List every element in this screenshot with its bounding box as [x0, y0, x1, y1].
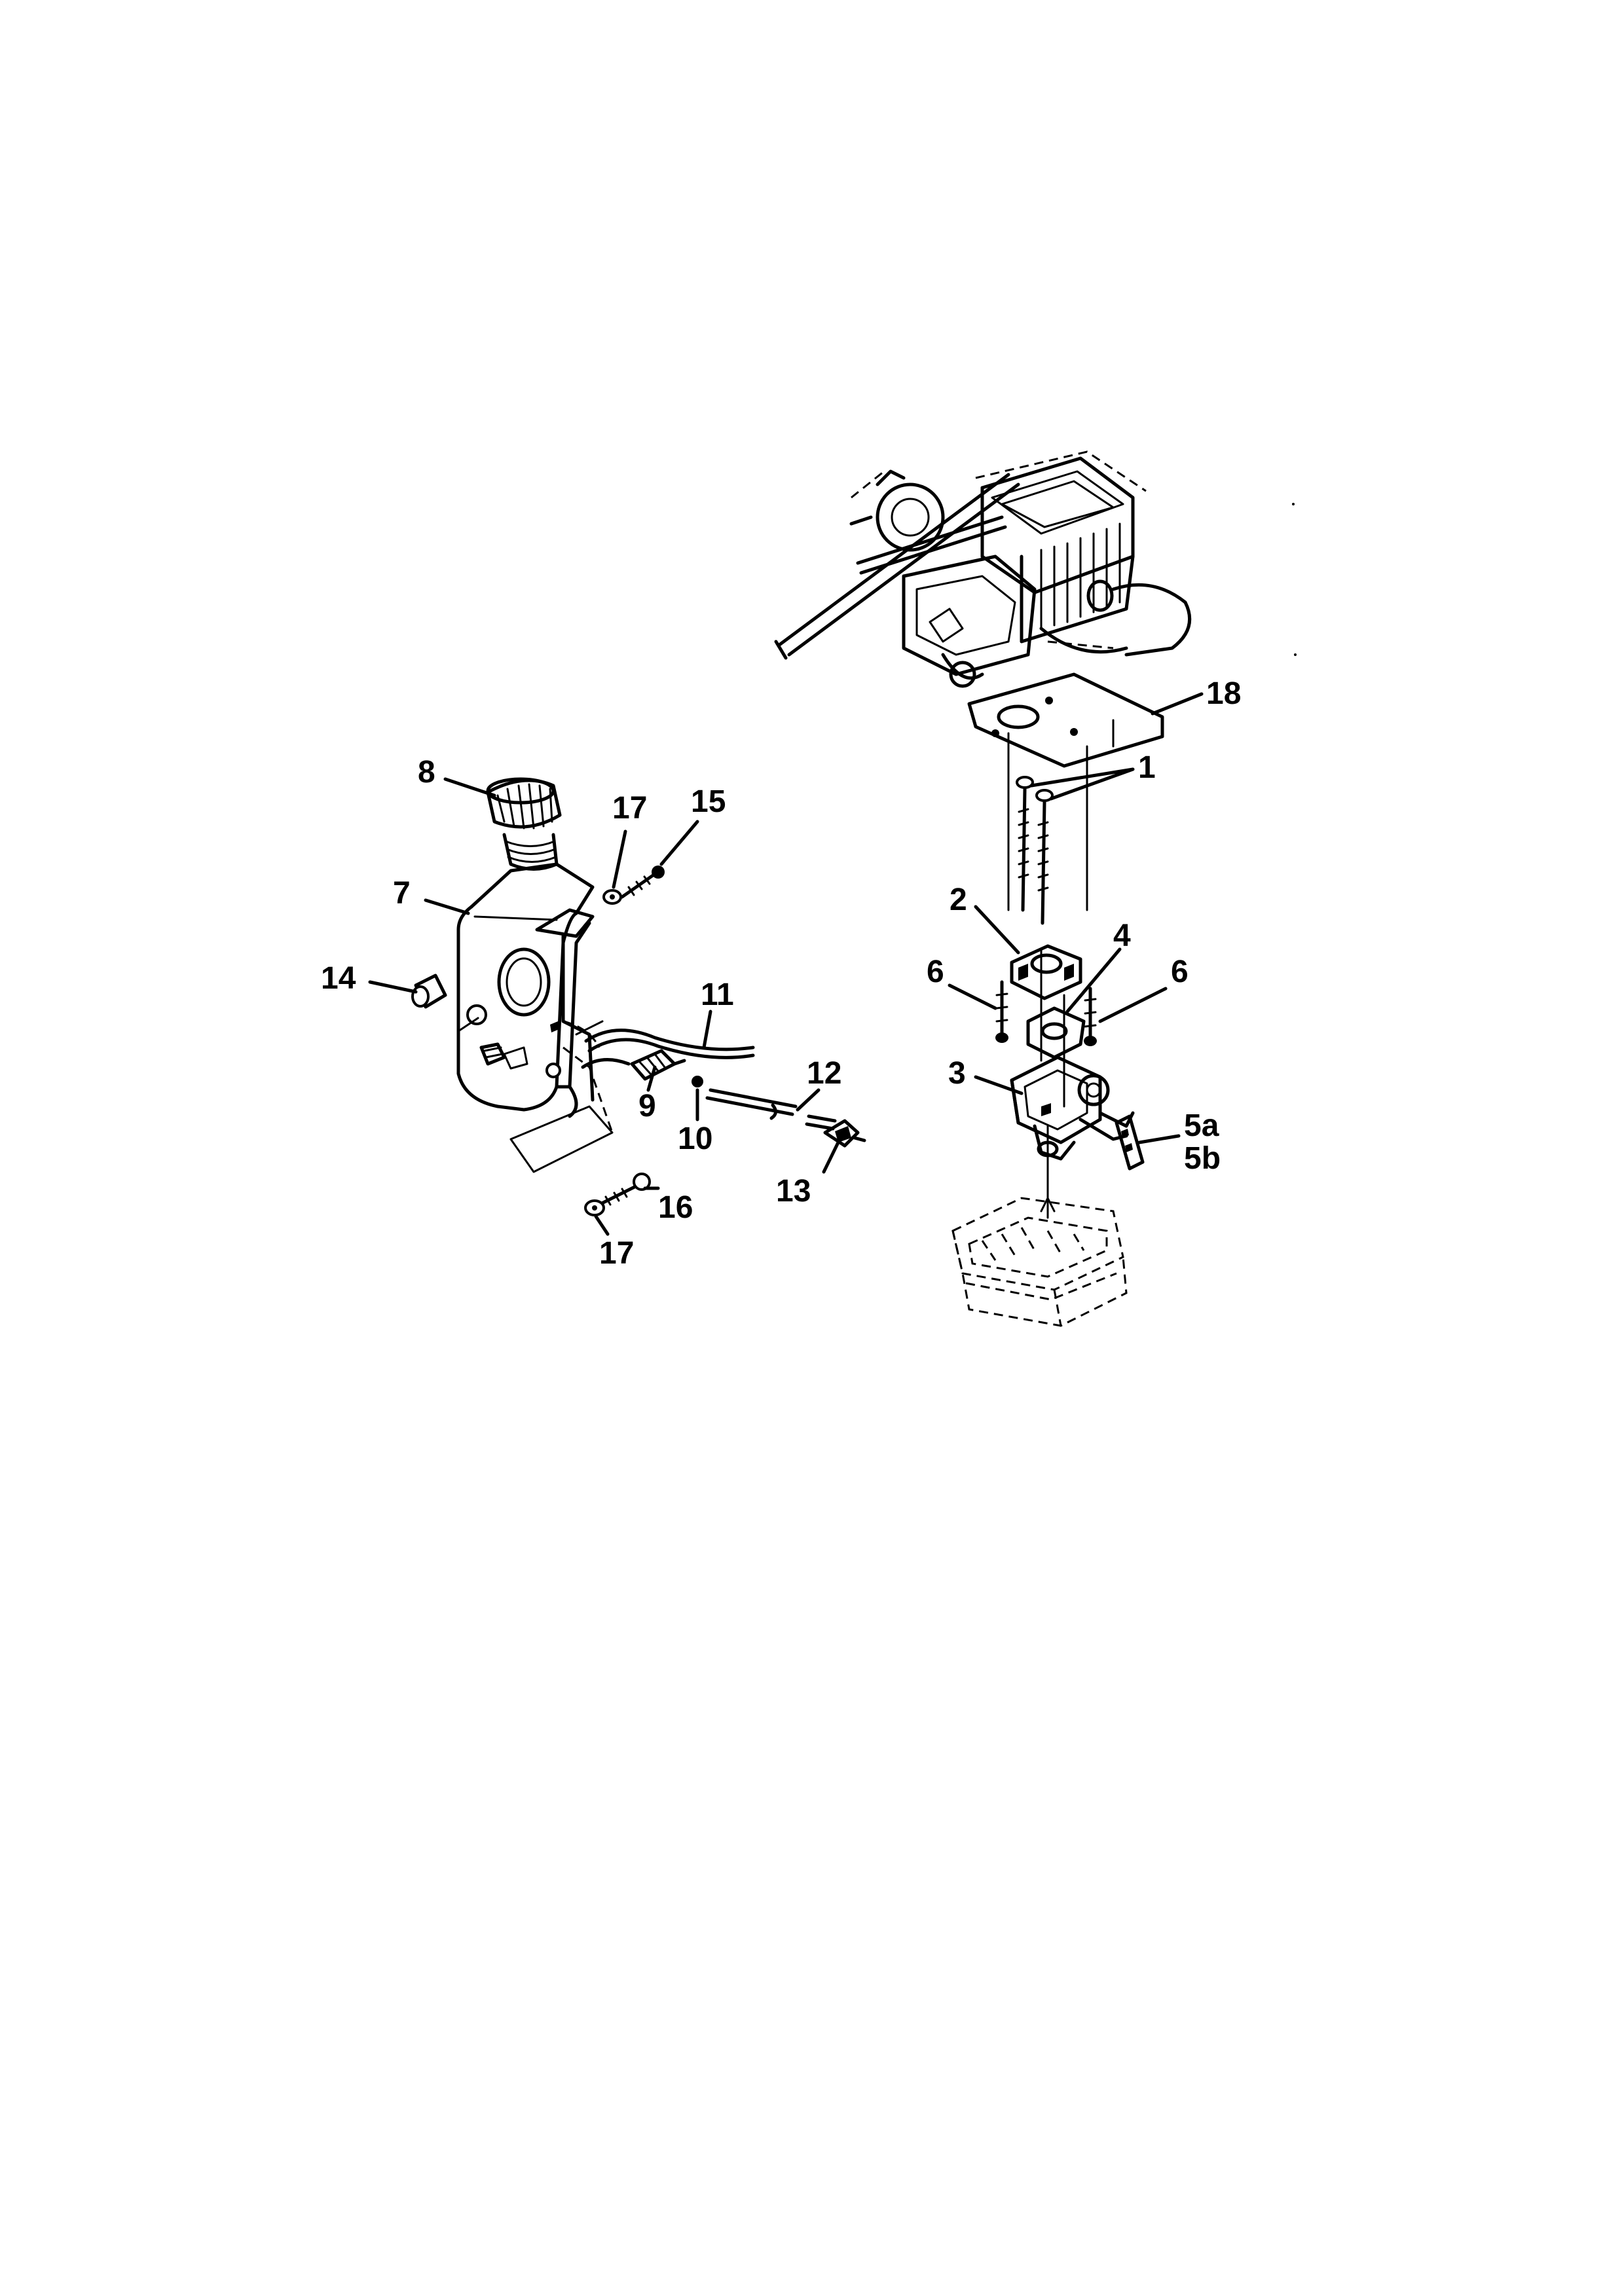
callout-6-right: 6: [1171, 955, 1189, 989]
callout-11: 11: [701, 977, 734, 1012]
screws-part-1: [1016, 776, 1054, 925]
callout-5a: 5a: [1184, 1108, 1219, 1143]
callout-16: 16: [658, 1190, 693, 1225]
callout-2: 2: [950, 883, 967, 917]
callout-12: 12: [807, 1056, 841, 1091]
callout-3: 3: [948, 1056, 966, 1091]
callout-18: 18: [1206, 676, 1241, 711]
callout-1: 1: [1138, 750, 1156, 785]
gasket-part-4: [1026, 1006, 1086, 1059]
gasket-part-18: [967, 672, 1164, 768]
callout-9: 9: [638, 1089, 656, 1123]
washer-part-17-top: [602, 889, 622, 905]
grommet-part-10: [692, 1076, 703, 1087]
insulator-part-2: [1010, 944, 1082, 1000]
scan-marks: [1292, 503, 1297, 656]
tank-mounting-plate: [509, 1020, 614, 1173]
callout-17-top: 17: [612, 791, 647, 826]
callout-4: 4: [1113, 919, 1131, 953]
choke-lever-part-5: [1079, 1114, 1145, 1171]
carburetor-part-3: [1010, 1055, 1135, 1161]
engine-block-illustration: [774, 450, 1192, 688]
fuel-filter-part-9: [630, 1049, 686, 1081]
fuel-cap-part-8: [486, 777, 562, 829]
callout-labels: 18 1 2 4 6 6 3 5a 5b 8 17 15 7 14 11 12 …: [321, 676, 1241, 1271]
screw-part-15: [620, 866, 665, 899]
callout-10: 10: [678, 1121, 712, 1156]
callout-14: 14: [321, 961, 356, 996]
callout-5b: 5b: [1184, 1141, 1221, 1176]
callout-6-left: 6: [927, 955, 944, 989]
callout-7: 7: [393, 876, 411, 911]
callout-13: 13: [776, 1174, 811, 1209]
callout-8: 8: [418, 755, 435, 790]
leader-lines: [368, 692, 1204, 1236]
callout-15: 15: [691, 784, 726, 819]
air-filter-housing: [951, 1197, 1128, 1327]
washer-part-17-bottom: [584, 1199, 605, 1216]
fuel-tank-part-7: [456, 833, 595, 1118]
screw-part-16: [597, 1173, 651, 1207]
tube-part-12: [705, 1088, 837, 1131]
screws-part-6: [995, 980, 1097, 1046]
callout-17-bottom: 17: [599, 1236, 634, 1271]
grommet-part-14: [411, 974, 447, 1009]
fitting-part-13: [823, 1119, 866, 1148]
fuel-line-part-11: [581, 1029, 755, 1069]
